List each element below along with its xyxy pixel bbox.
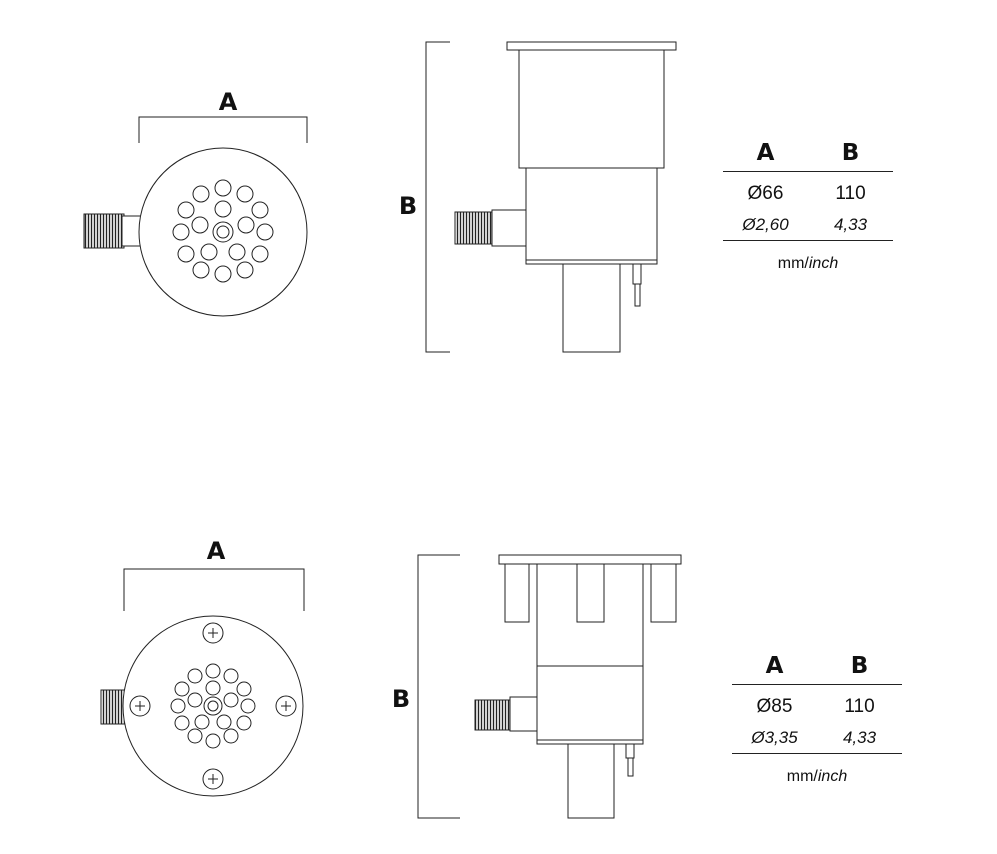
top-dimension-b-bracket — [425, 41, 450, 353]
bottom-side-view — [417, 554, 682, 819]
bottom-side-inlet-thread — [474, 699, 511, 731]
table-header-row: A B — [723, 135, 893, 172]
column-header-a: A — [765, 653, 784, 679]
bottom-fin-left — [504, 563, 530, 623]
value-a-mm: Ø66 — [747, 183, 784, 204]
unit-inch: inch — [808, 255, 839, 272]
top-outlet-pipe — [562, 263, 621, 353]
top-side-inlet-thread — [454, 211, 493, 245]
top-upper-body — [518, 49, 665, 169]
table-row-mm: Ø85 110 — [732, 685, 902, 723]
value-b-inch: 4,33 — [833, 215, 868, 234]
bottom-grate-body — [122, 615, 304, 797]
table-row-inch: Ø3,35 4,33 — [732, 723, 902, 754]
bottom-dimension-table: A B Ø85 110 Ø3,35 4,33 mm/inch — [732, 648, 902, 786]
top-threaded-inlet — [83, 213, 125, 249]
top-side-view — [425, 41, 677, 353]
value-a-inch: Ø2,60 — [742, 215, 789, 234]
bottom-screws — [129, 622, 297, 790]
top-lower-body — [525, 167, 658, 265]
value-a-inch: Ø3,35 — [751, 728, 798, 747]
top-dimension-a-bracket — [138, 116, 308, 143]
bottom-dimension-a-label: A — [207, 537, 226, 565]
bottom-flange — [498, 554, 682, 565]
unit-mm: mm/ — [777, 255, 809, 272]
column-header-b: B — [850, 653, 869, 679]
bottom-threaded-inlet — [100, 689, 127, 725]
unit-label: mm/inch — [732, 768, 902, 786]
bottom-grate-holes — [170, 663, 256, 749]
top-dimension-b-label: B — [399, 192, 417, 220]
bottom-fin-right — [650, 563, 677, 623]
bottom-fin-middle — [576, 563, 605, 623]
bottom-dimension-b-bracket — [417, 554, 460, 819]
bottom-front-view — [100, 568, 305, 797]
value-b-mm: 110 — [835, 183, 866, 204]
bottom-dimension-b-label: B — [392, 685, 410, 713]
unit-inch: inch — [817, 768, 848, 785]
table-row-inch: Ø2,60 4,33 — [723, 210, 893, 241]
unit-label: mm/inch — [723, 255, 893, 273]
top-pin — [632, 263, 642, 285]
value-b-inch: 4,33 — [842, 728, 877, 747]
bottom-side-inlet-socket — [509, 696, 538, 732]
table-row-mm: Ø66 110 — [723, 172, 893, 210]
top-flange — [506, 41, 677, 51]
bottom-dimension-a-bracket — [123, 568, 305, 611]
unit-mm: mm/ — [786, 768, 818, 785]
top-side-inlet-socket — [491, 209, 527, 247]
value-b-mm: 110 — [844, 696, 875, 717]
top-front-view — [83, 116, 308, 317]
table-header-row: A B — [732, 648, 902, 685]
top-grate-body — [138, 147, 308, 317]
top-grate-holes — [172, 179, 274, 283]
value-a-mm: Ø85 — [756, 696, 793, 717]
top-dimension-a-label: A — [219, 88, 238, 116]
top-dimension-table: A B Ø66 110 Ø2,60 4,33 mm/inch — [723, 135, 893, 273]
column-header-b: B — [841, 140, 860, 166]
bottom-outlet-pipe — [567, 743, 615, 819]
bottom-pin — [625, 743, 635, 759]
column-header-a: A — [756, 140, 775, 166]
